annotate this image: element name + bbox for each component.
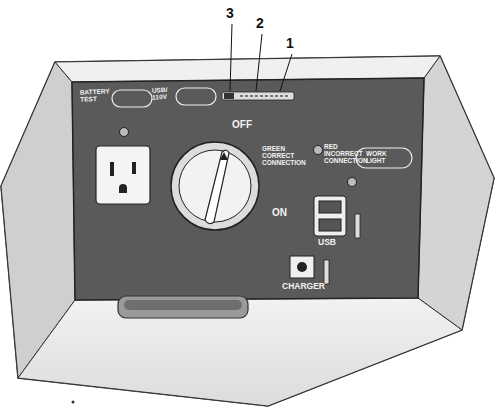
button-label: USB/ 110V xyxy=(152,86,179,101)
switch-position: OFF xyxy=(232,120,262,131)
charger-hole xyxy=(297,262,307,272)
button-label: WORK LIGHT xyxy=(366,151,406,165)
usb-port xyxy=(319,219,341,231)
outlet-ground xyxy=(119,184,127,193)
leader-line xyxy=(230,24,232,91)
housing xyxy=(1,56,494,406)
led xyxy=(348,178,357,187)
port-label: USB xyxy=(318,238,348,247)
outlet-slot xyxy=(110,162,114,176)
right-bevel xyxy=(418,56,494,330)
handle-slot xyxy=(118,296,248,318)
charger-slit xyxy=(324,260,329,284)
usb-slit xyxy=(355,214,360,238)
knob-pointer xyxy=(220,152,228,160)
leader-line xyxy=(280,54,292,91)
control-panel xyxy=(72,78,424,300)
switch-position: ON xyxy=(272,208,296,219)
indicator-scale xyxy=(240,95,290,97)
usb-housing xyxy=(314,196,346,236)
handle-slot-inner xyxy=(124,300,242,310)
callout-number: 1 xyxy=(286,36,300,51)
usb-110v-button xyxy=(176,88,216,105)
battery-test-button xyxy=(112,90,152,107)
indicator-segment xyxy=(224,93,234,99)
ac-outlet xyxy=(96,146,150,204)
indicator-strip xyxy=(222,92,294,100)
led xyxy=(314,146,323,155)
callout-number: 2 xyxy=(256,16,270,31)
port-label: CHARGER xyxy=(282,282,342,291)
outlet-slot xyxy=(132,162,136,174)
led xyxy=(120,128,129,137)
charger-jack xyxy=(290,256,314,278)
indicator-label: GREEN CORRECT CONNECTION xyxy=(262,146,318,166)
knob-grip xyxy=(205,150,229,223)
power-knob-ring xyxy=(171,142,259,230)
leader-line xyxy=(256,34,262,91)
mark xyxy=(72,401,75,404)
callout-number: 3 xyxy=(226,6,240,21)
usb-port xyxy=(319,201,341,213)
button-label: BATTERY TEST xyxy=(80,88,113,103)
